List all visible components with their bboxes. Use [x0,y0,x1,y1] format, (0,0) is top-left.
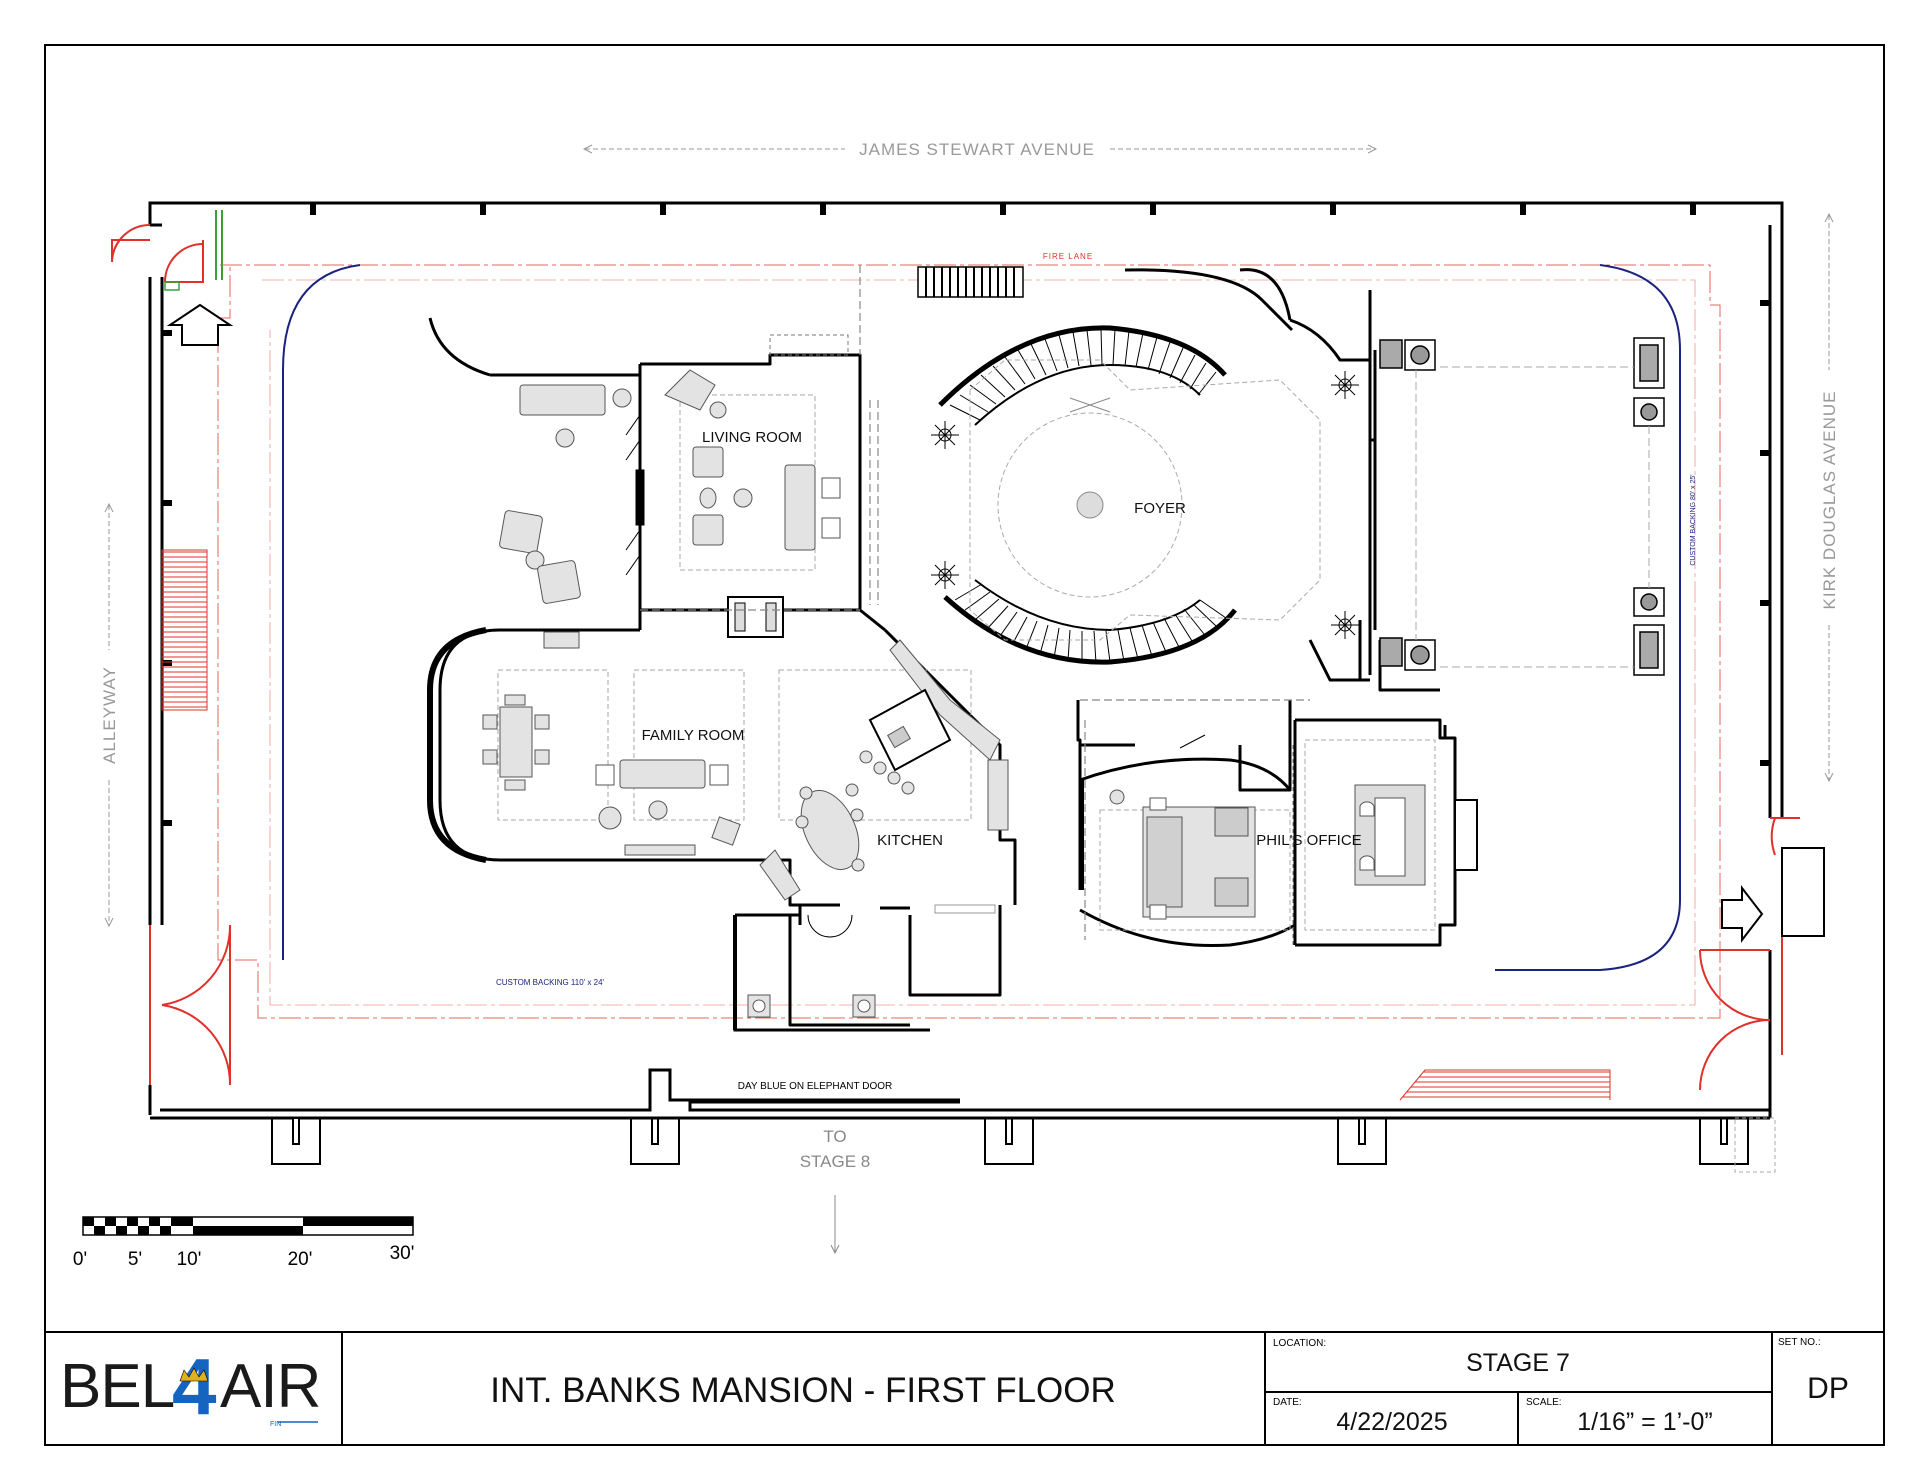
stage-walls [148,201,1784,1120]
date-value: 4/22/2025 [1336,1408,1447,1436]
circulation-dashed [640,265,1310,940]
stair-treads-bottom [954,583,1227,664]
sheet-title: INT. BANKS MANSION - FIRST FLOOR [490,1371,1116,1410]
exit-arrow-icon [1721,885,1764,943]
kitchen-furniture [759,639,1009,914]
porch-columns [1379,337,1665,676]
top-staircase [917,266,1024,298]
green-sill [164,281,180,291]
location-label: LOCATION: [1273,1338,1326,1349]
bottom-room-fixtures [747,994,876,1018]
scale-bar [82,1216,414,1236]
room-label-family-room: FAMILY ROOM [642,727,745,744]
set-no-label: SET NO.: [1778,1337,1821,1348]
green-door [215,210,223,280]
scale-value: 1/16” = 1’-0” [1577,1408,1713,1436]
street-right-arrow [1824,212,1834,783]
to-stage-line1: TO [823,1127,846,1146]
street-top-arrow [582,144,1378,154]
fire-lane-label: FIRE LANE [1043,252,1093,261]
scale-label-10: 10' [177,1249,202,1270]
scale-label-20: 20' [288,1249,313,1270]
fire-lane-inner [262,279,1696,1006]
bottom-buttresses [271,1117,1749,1165]
room-label-foyer: FOYER [1134,500,1186,517]
plant-icons [931,371,1359,639]
living-room-doors [625,334,849,638]
foyer-octagon [969,359,1321,641]
stair-treads-top [949,328,1217,421]
room-label-phils-office: PHIL'S OFFICE [1256,832,1361,849]
family-room-left-furniture [499,384,632,649]
to-stage-line2: STAGE 8 [800,1152,871,1171]
stage-doors [111,224,1800,1091]
to-stage-arrow [830,1195,840,1255]
street-left-arrow [104,502,114,928]
bottom-room [733,913,930,1032]
svg-text:BEL: BEL [60,1352,174,1421]
bottom-room-door [807,914,853,938]
street-top-label: JAMES STEWART AVENUE [859,140,1095,159]
side-door-box-right [1781,847,1825,937]
custom-backing-right-label: CUSTOM BACKING 80' x 25' [1690,474,1697,565]
scale-label: SCALE: [1526,1397,1562,1408]
svg-text:FIN: FIN [270,1421,281,1428]
scale-label-0: 0' [73,1249,87,1270]
entry-arrow-icon [166,303,234,346]
svg-text:AIR: AIR [220,1352,320,1421]
title-block [44,1331,1885,1446]
room-label-living-room: LIVING ROOM [702,429,802,446]
foyer-table [1076,491,1104,519]
dashed-box-bottom-right [1734,1117,1776,1173]
foyer-x-mark [1069,397,1111,413]
belair-logo: BEL 4 AIR FIN [60,1342,321,1431]
foyer-circle-dashed [997,412,1183,598]
elephant-door-label: DAY BLUE ON ELEPHANT DOOR [738,1081,893,1092]
room-label-kitchen: KITCHEN [877,832,943,849]
red-stair-left [161,549,208,711]
date-label: DATE: [1273,1397,1302,1408]
custom-backing-left-label: CUSTOM BACKING 110' x 24' [496,978,605,987]
location-value: STAGE 7 [1466,1349,1570,1377]
house-walls [427,268,1457,1030]
scale-label-5: 5' [128,1249,142,1270]
scale-label-30: 30' [390,1243,415,1264]
phils-office-doors [1080,734,1294,945]
fire-lane [217,264,1721,1019]
family-room-furniture [482,669,972,856]
red-stair-bottom-right [1399,1069,1611,1101]
custom-backing-right [1495,264,1681,971]
porch-dashed [1415,366,1650,668]
street-left-label: ALLEYWAY [100,666,119,764]
living-room-furniture [664,369,841,571]
phils-office-furniture [1099,739,1478,931]
svg-text:4: 4 [172,1342,217,1431]
set-no-value: DP [1807,1372,1849,1405]
street-right-label: KIRK DOUGLAS AVENUE [1820,391,1839,610]
custom-backing-left [282,264,361,960]
kitchen-stools [859,750,915,795]
